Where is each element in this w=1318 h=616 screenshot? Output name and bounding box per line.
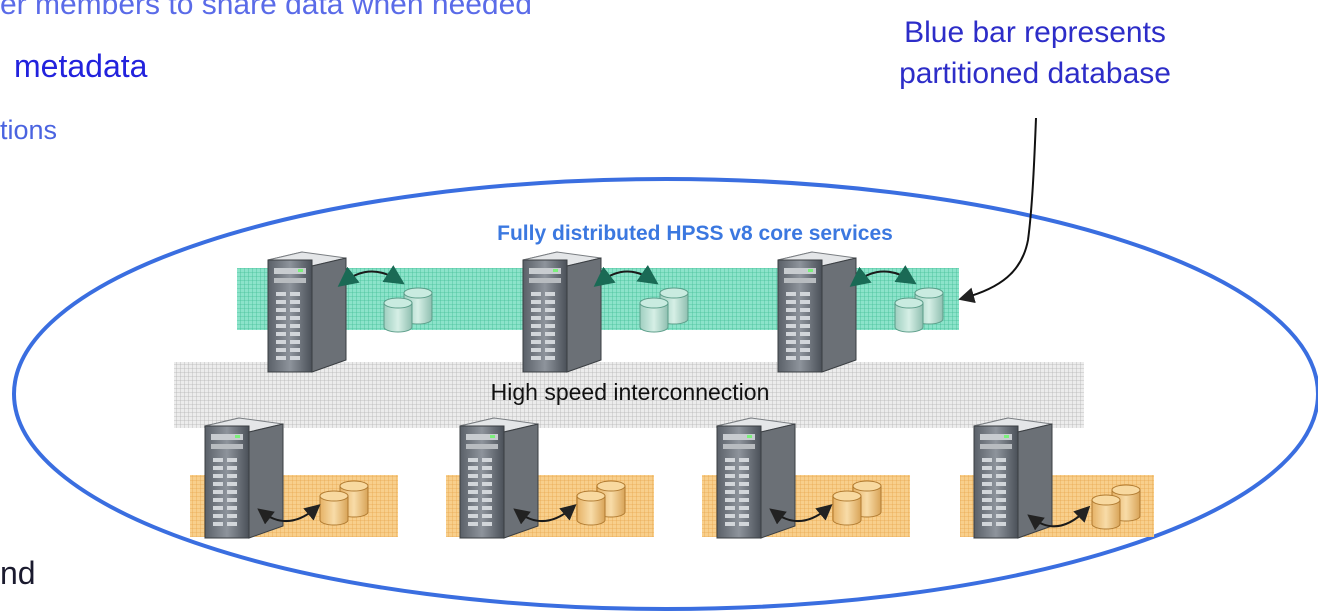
bidirectional-arrow-icon (513, 504, 577, 525)
server-icon (459, 417, 539, 539)
core-services-label: Fully distributed HPSS v8 core services (497, 222, 893, 245)
callout-line-2: partitioned database (899, 57, 1171, 90)
background-text-line-4: nd (0, 555, 36, 591)
cluster-boundary-ellipse (12, 177, 1318, 611)
server-icon (267, 251, 347, 373)
interconnect-label: High speed interconnection (490, 379, 770, 405)
background-text-line-3: tions (0, 115, 58, 145)
callout-pointer-arrow (958, 117, 1037, 304)
server-icon (522, 251, 602, 373)
server-icon (204, 417, 284, 539)
background-text-line-1: er members to share data when needed (0, 0, 532, 21)
bidirectional-arrow-icon (337, 265, 405, 287)
bidirectional-arrow-icon (1027, 505, 1091, 531)
server-icon (973, 417, 1053, 539)
callout-label: Blue bar represents partitioned database (820, 12, 1250, 94)
bidirectional-arrow-icon (849, 265, 917, 287)
bidirectional-arrow-icon (769, 504, 833, 525)
bidirectional-arrow-icon (257, 504, 321, 525)
background-text-line-2: metadata (14, 48, 148, 84)
interconnect-bar (174, 362, 1084, 428)
server-icon (777, 251, 857, 373)
callout-line-1: Blue bar represents (904, 16, 1166, 49)
server-icon (716, 417, 796, 539)
bidirectional-arrow-icon (593, 264, 659, 287)
